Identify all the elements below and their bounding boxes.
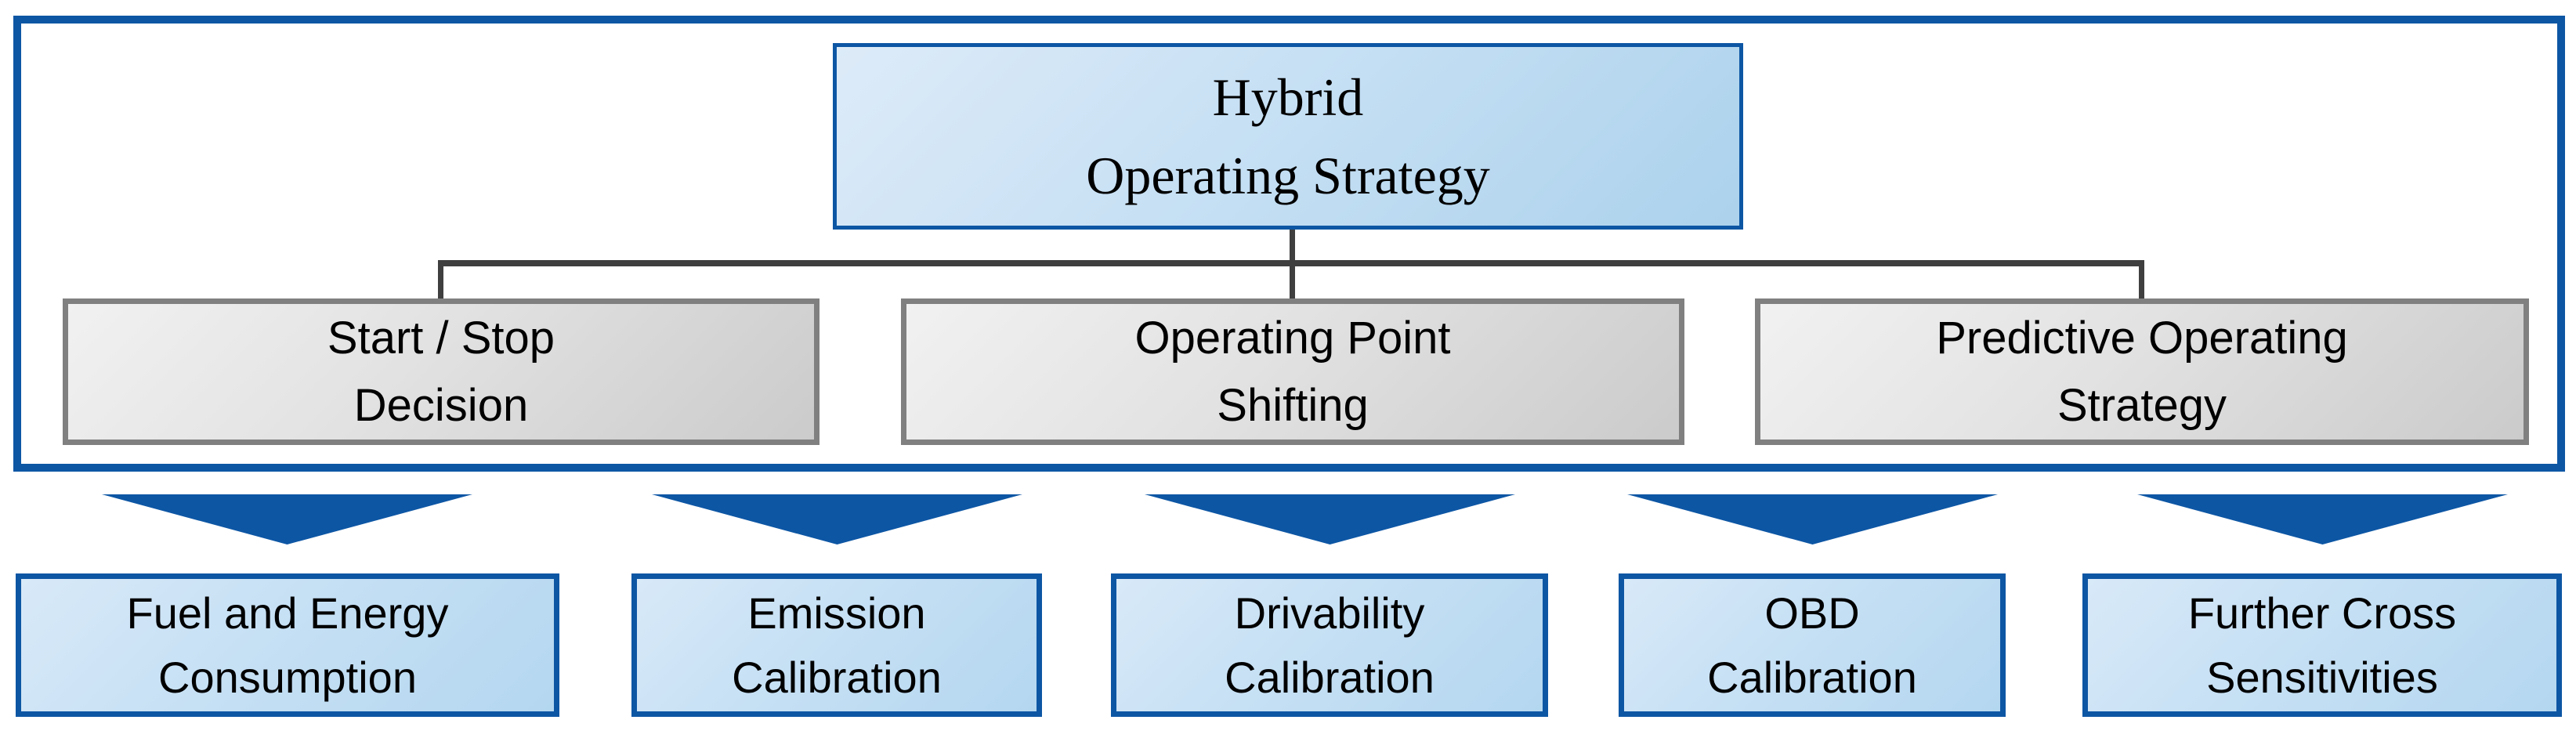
output-further-cross-sensitivities-label: Further Cross Sensitivities xyxy=(2187,588,2457,702)
output-further-cross-sensitivities: Further Cross Sensitivities xyxy=(2082,573,2562,717)
output-obd-calibration: OBD Calibration xyxy=(1619,573,2006,717)
connector-stub-left xyxy=(438,260,443,298)
node-start-stop-decision: Start / Stop Decision xyxy=(63,298,819,445)
down-arrow-icon xyxy=(102,494,472,544)
down-arrow-icon xyxy=(2137,494,2508,544)
node-hybrid-operating-strategy-label: Hybrid Operating Strategy xyxy=(1086,67,1490,205)
node-operating-point-shifting-label: Operating Point Shifting xyxy=(1134,312,1451,431)
output-fuel-and-energy-consumption-label: Fuel and Energy Consumption xyxy=(126,588,449,702)
hierarchy-frame xyxy=(13,16,2565,472)
output-drivability-calibration: Drivability Calibration xyxy=(1111,573,1548,717)
output-emission-calibration-label: Emission Calibration xyxy=(732,588,942,702)
connector-horizontal xyxy=(438,260,2144,266)
output-emission-calibration: Emission Calibration xyxy=(631,573,1042,717)
node-predictive-operating-strategy-label: Predictive Operating Strategy xyxy=(1936,312,2348,431)
down-arrow-icon xyxy=(1627,494,1998,544)
node-hybrid-operating-strategy: Hybrid Operating Strategy xyxy=(833,43,1743,230)
node-operating-point-shifting: Operating Point Shifting xyxy=(901,298,1684,445)
node-predictive-operating-strategy: Predictive Operating Strategy xyxy=(1755,298,2529,445)
output-drivability-calibration-label: Drivability Calibration xyxy=(1225,588,1435,702)
down-arrow-icon xyxy=(652,494,1022,544)
connector-stub-right xyxy=(2139,260,2144,298)
output-fuel-and-energy-consumption: Fuel and Energy Consumption xyxy=(16,573,559,717)
down-arrow-icon xyxy=(1145,494,1515,544)
output-obd-calibration-label: OBD Calibration xyxy=(1707,588,1917,702)
node-start-stop-decision-label: Start / Stop Decision xyxy=(327,312,555,431)
